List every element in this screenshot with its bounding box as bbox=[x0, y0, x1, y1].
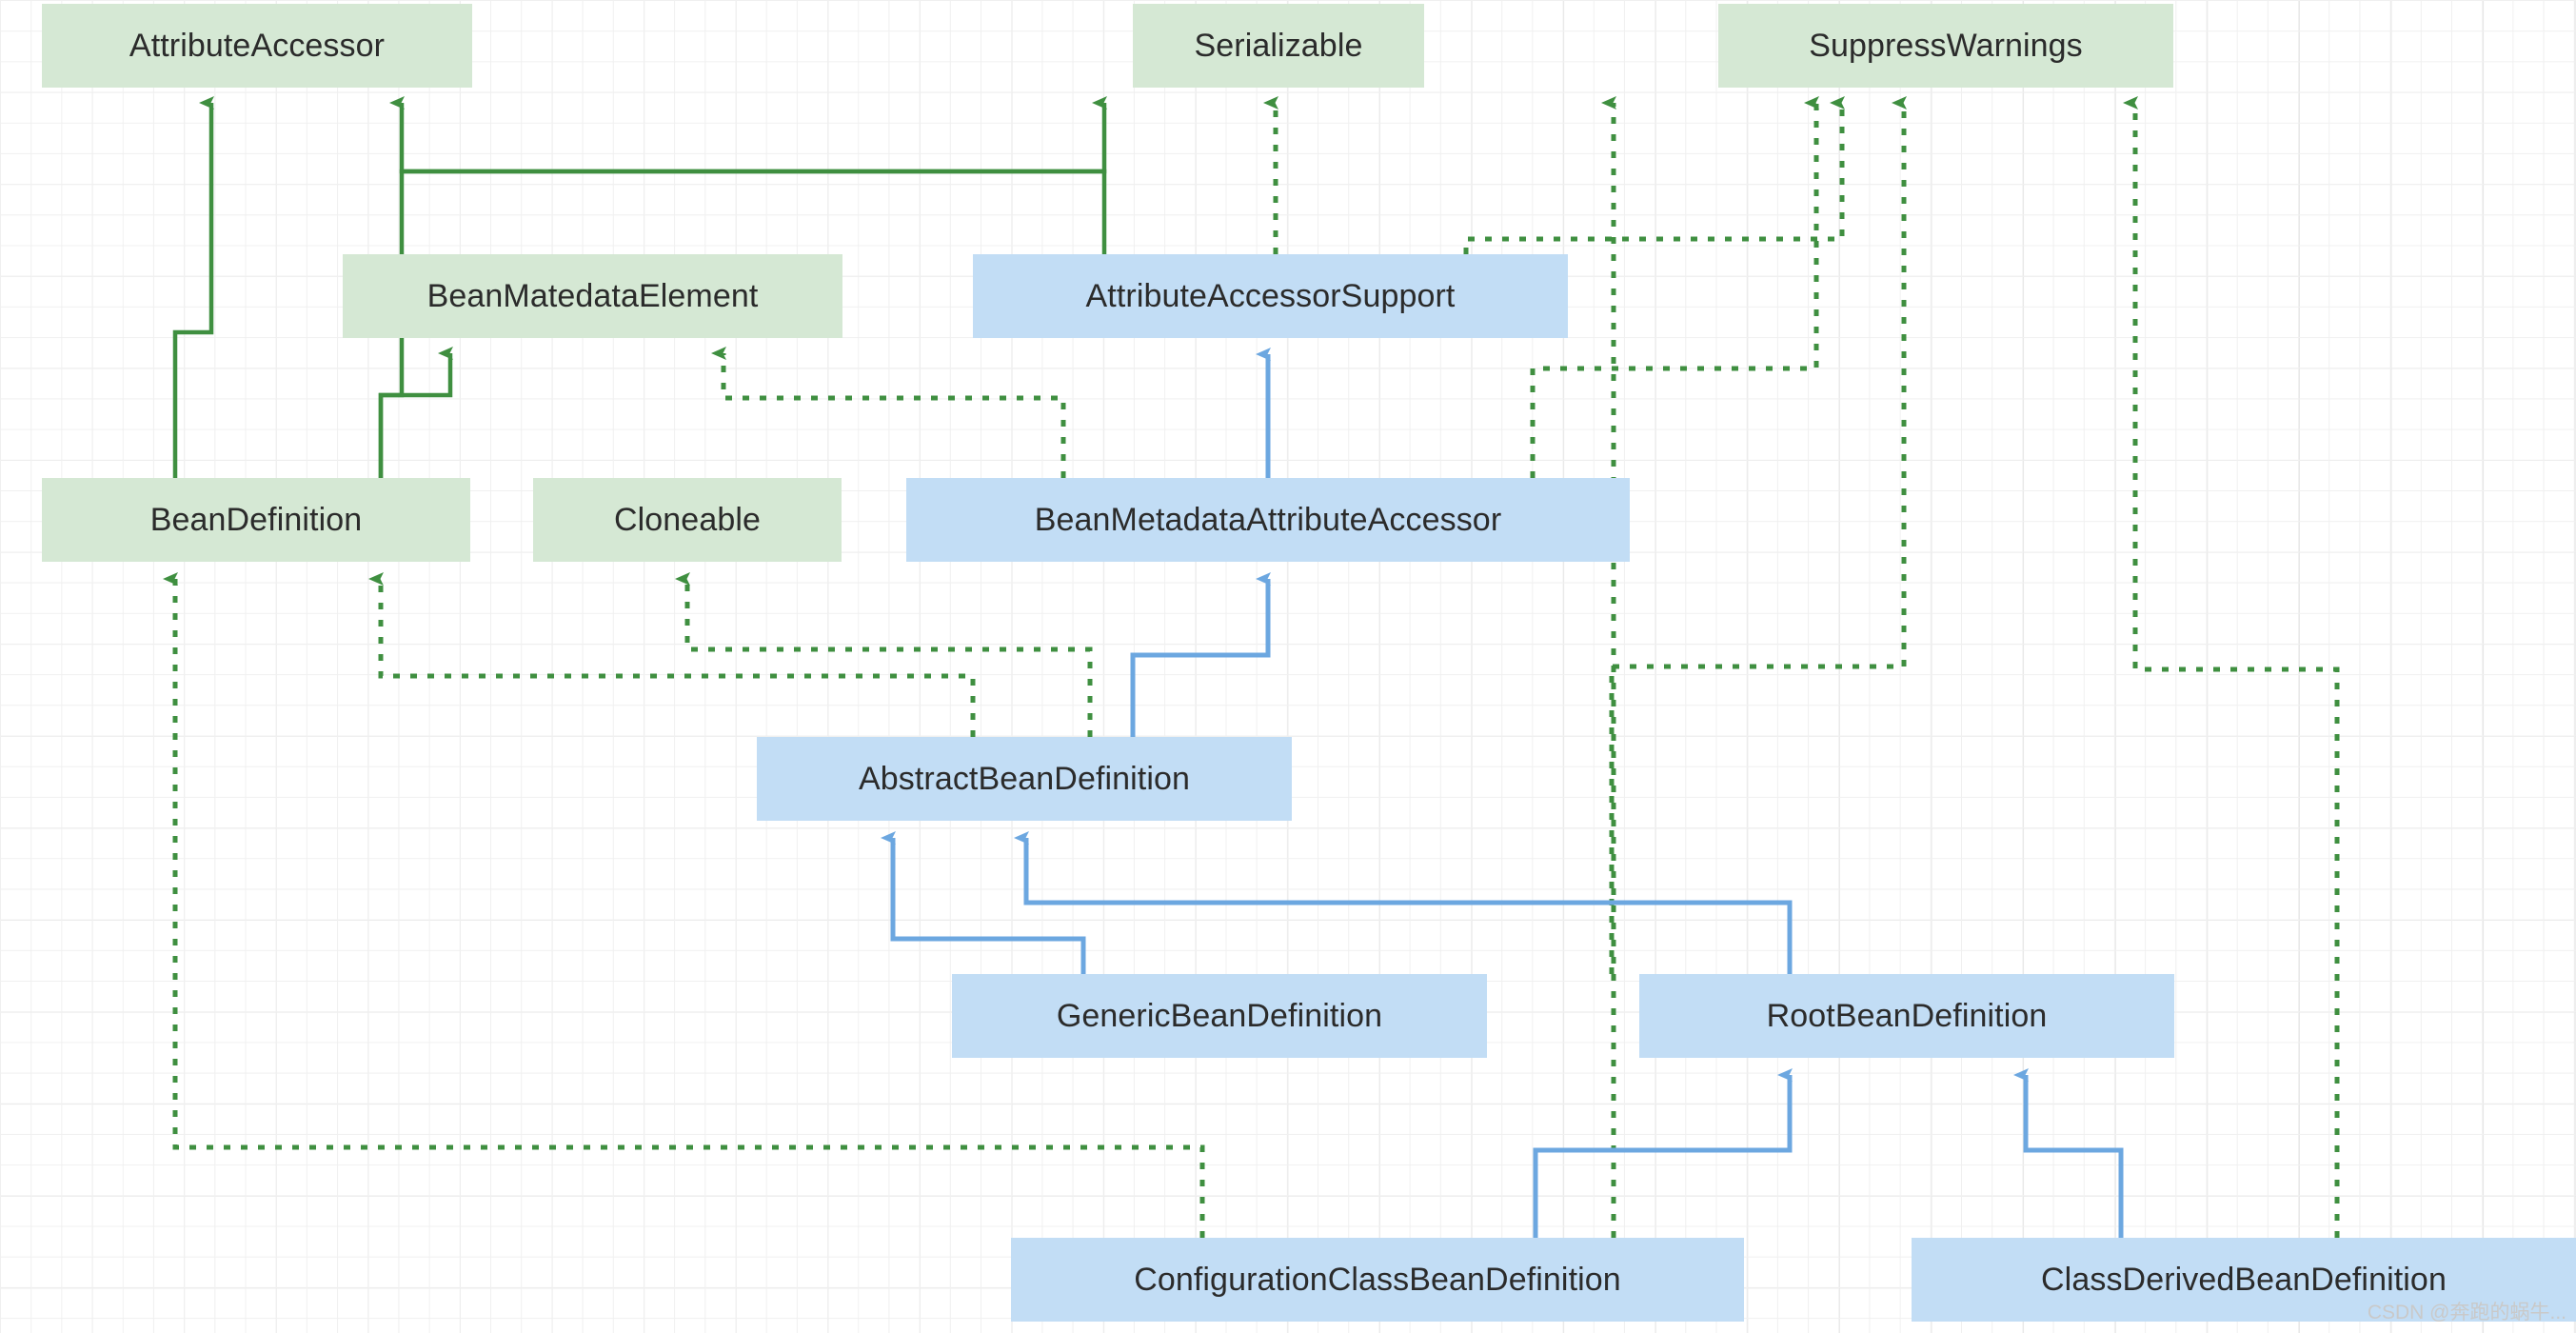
edge-abstractbeandefinition-cloneable bbox=[675, 572, 1093, 737]
edge-configurationclassbeandefinition-beandefinition bbox=[163, 572, 1205, 1238]
node-cloneable[interactable]: Cloneable bbox=[533, 478, 842, 562]
node-label: BeanDefinition bbox=[149, 501, 363, 538]
node-configurationclassbeandefinition[interactable]: ConfigurationClassBeanDefinition bbox=[1011, 1238, 1744, 1322]
edge-genericbeandefinition-abstractbeandefinition bbox=[881, 831, 1086, 974]
node-genericbeandefinition[interactable]: GenericBeanDefinition bbox=[952, 974, 1487, 1058]
node-label: AbstractBeanDefinition bbox=[858, 760, 1191, 797]
edge-beandefinition-attributeaccessor-a bbox=[172, 96, 214, 478]
node-suppresswarnings[interactable]: SuppressWarnings bbox=[1718, 4, 2173, 88]
node-label: Cloneable bbox=[613, 501, 762, 538]
edge-attributeaccessorsupport-suppresswarnings bbox=[1463, 96, 1845, 254]
edge-attributeaccessorsupport-attributeaccessor bbox=[389, 96, 1107, 254]
node-rootbeandefinition[interactable]: RootBeanDefinition bbox=[1639, 974, 2174, 1058]
node-serializable[interactable]: Serializable bbox=[1133, 4, 1424, 88]
node-label: AttributeAccessor bbox=[129, 27, 386, 64]
edge-abstractbeandefinition-beanmetadataattributeaccessor bbox=[1130, 572, 1271, 737]
node-abstractbeandefinition[interactable]: AbstractBeanDefinition bbox=[757, 737, 1292, 821]
node-beanmatedataelement[interactable]: BeanMatedataElement bbox=[343, 254, 842, 338]
node-attributeaccessor[interactable]: AttributeAccessor bbox=[42, 4, 472, 88]
edge-classderivedbeandefinition-rootbeandefinition bbox=[2013, 1068, 2124, 1238]
node-label: GenericBeanDefinition bbox=[1056, 997, 1383, 1034]
node-label: SuppressWarnings bbox=[1809, 27, 2083, 64]
edge-beanmetadataattributeaccessor-suppresswarnings bbox=[1530, 96, 1819, 478]
node-label: AttributeAccessorSupport bbox=[1085, 277, 1456, 314]
node-beanmetadataattributeaccessor[interactable]: BeanMetadataAttributeAccessor bbox=[906, 478, 1630, 562]
node-beandefinition[interactable]: BeanDefinition bbox=[42, 478, 470, 562]
node-label: RootBeanDefinition bbox=[1766, 997, 2048, 1034]
edge-beandefinition-beanmatedataelement bbox=[378, 347, 453, 478]
edge-rootbeandefinition-abstractbeandefinition bbox=[1014, 831, 1793, 974]
edge-classderivedbeandefinition-suppresswarnings bbox=[2123, 96, 2340, 1238]
node-label: ClassDerivedBeanDefinition bbox=[2041, 1261, 2447, 1298]
edge-abstractbeandefinition-beandefinition bbox=[368, 572, 976, 737]
edge-configurationclassbeandefinition-rootbeandefinition bbox=[1533, 1068, 1793, 1238]
node-label: BeanMetadataAttributeAccessor bbox=[1034, 501, 1502, 538]
edge-beanmetadataattributeaccessor-beanmatedataelement bbox=[711, 347, 1066, 478]
node-label: ConfigurationClassBeanDefinition bbox=[1134, 1261, 1621, 1298]
node-label: Serializable bbox=[1194, 27, 1363, 64]
edge-rootbeandefinition-suppresswarnings bbox=[1609, 96, 1907, 974]
node-classderivedbeandefinition[interactable]: ClassDerivedBeanDefinition bbox=[1912, 1238, 2576, 1322]
node-attributeaccessorsupport[interactable]: AttributeAccessorSupport bbox=[973, 254, 1568, 338]
node-label: BeanMatedataElement bbox=[426, 277, 759, 314]
